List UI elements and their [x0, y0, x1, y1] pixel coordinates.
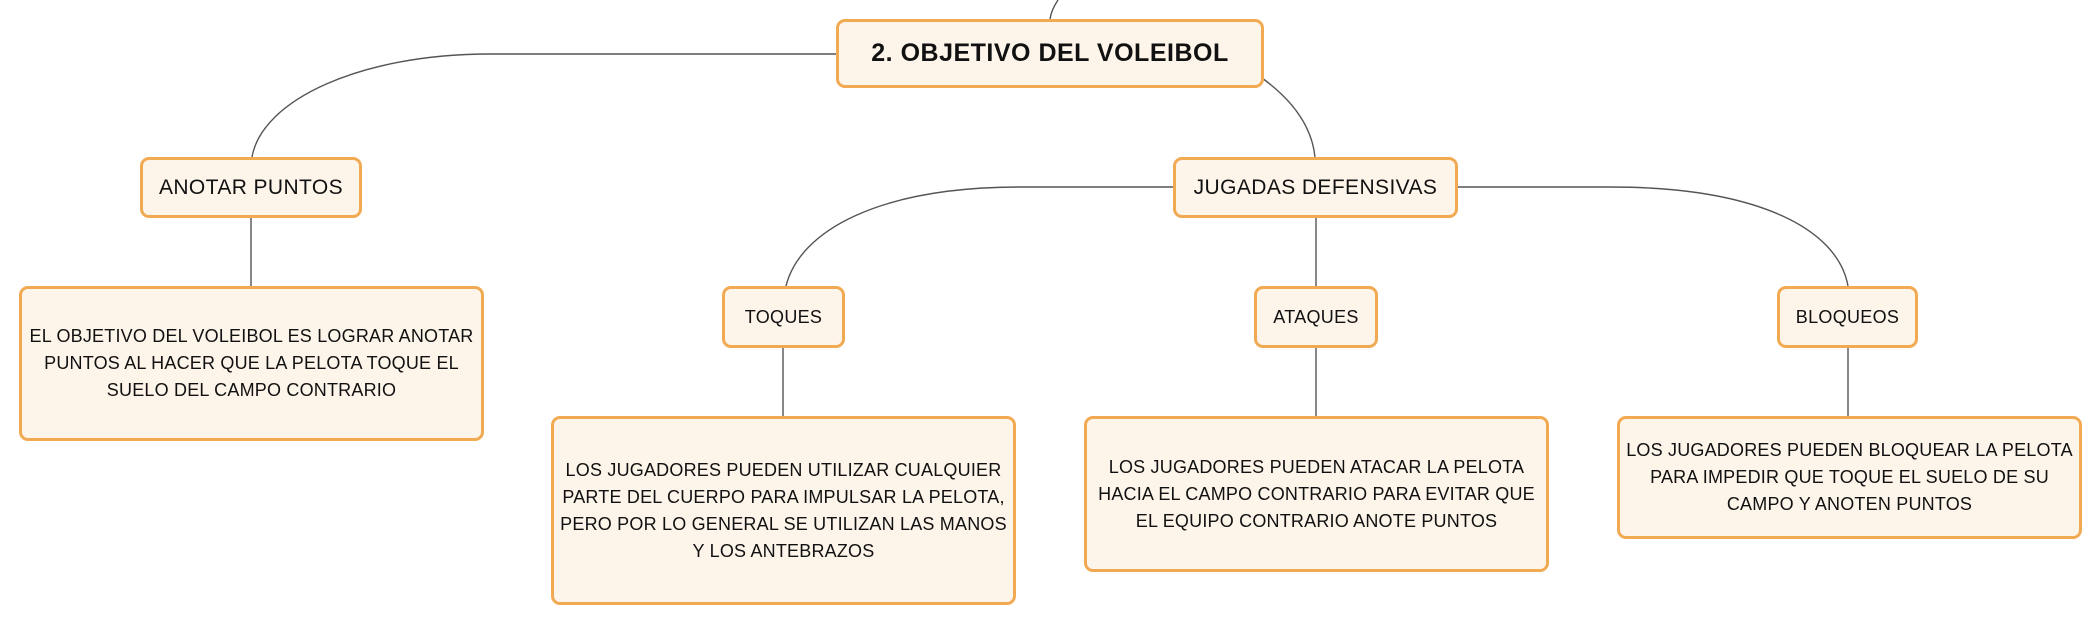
- toques-description: LOS JUGADORES PUEDEN UTILIZAR CUALQUIER …: [560, 459, 1007, 561]
- anotar-puntos-node[interactable]: ANOTAR PUNTOS: [140, 157, 362, 218]
- bloqueos-description: LOS JUGADORES PUEDEN BLOQUEAR LA PELOTA …: [1626, 440, 2073, 514]
- bloqueos-node[interactable]: BLOQUEOS: [1777, 286, 1918, 348]
- ataques-node[interactable]: ATAQUES: [1254, 286, 1378, 348]
- connector-root-to-defensivas: [1261, 77, 1316, 158]
- connector-parent-to-root: [1049, 0, 1059, 20]
- toques-description-node[interactable]: LOS JUGADORES PUEDEN UTILIZAR CUALQUIER …: [551, 416, 1016, 605]
- ataques-label: ATAQUES: [1273, 306, 1359, 327]
- bloqueos-description-node[interactable]: LOS JUGADORES PUEDEN BLOQUEAR LA PELOTA …: [1617, 416, 2082, 539]
- anotar-puntos-description: EL OBJETIVO DEL VOLEIBOL ES LOGRAR ANOTA…: [29, 326, 474, 400]
- jugadas-defensivas-label: JUGADAS DEFENSIVAS: [1193, 175, 1438, 199]
- root-node-label: 2. OBJETIVO DEL VOLEIBOL: [871, 39, 1229, 67]
- connector-defensivas-to-toques: [785, 186, 1173, 287]
- toques-label: TOQUES: [744, 306, 823, 327]
- ataques-description-node[interactable]: LOS JUGADORES PUEDEN ATACAR LA PELOTA HA…: [1084, 416, 1549, 572]
- ataques-description: LOS JUGADORES PUEDEN ATACAR LA PELOTA HA…: [1098, 456, 1535, 531]
- jugadas-defensivas-node[interactable]: JUGADAS DEFENSIVAS: [1173, 157, 1458, 218]
- connector-defensivas-to-bloqueos: [1458, 186, 1849, 287]
- connector-root-to-anotar: [251, 53, 836, 158]
- toques-node[interactable]: TOQUES: [722, 286, 845, 348]
- bloqueos-label: BLOQUEOS: [1795, 306, 1900, 327]
- root-node[interactable]: 2. OBJETIVO DEL VOLEIBOL: [836, 19, 1264, 88]
- anotar-puntos-label: ANOTAR PUNTOS: [158, 175, 344, 199]
- anotar-puntos-description-node[interactable]: EL OBJETIVO DEL VOLEIBOL ES LOGRAR ANOTA…: [19, 286, 484, 441]
